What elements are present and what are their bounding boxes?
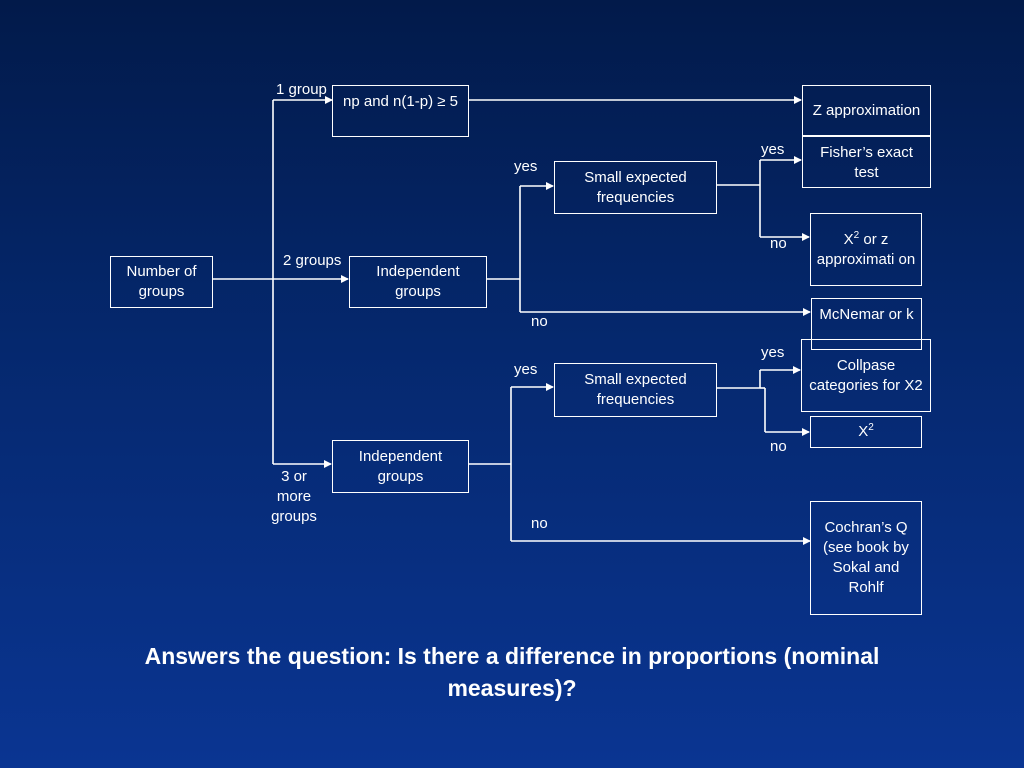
x2-prefix: X [858, 423, 869, 440]
x2-or-z-sup: 2 [853, 229, 860, 241]
label-yes-upper: yes [514, 158, 538, 175]
independent-groups-3-box: Independent groups [332, 440, 469, 493]
x2-text: X2 [858, 422, 874, 442]
label-no-lower-right: no [770, 438, 787, 455]
collapse-categories-text: Collpase categories for X2 [809, 356, 923, 394]
z-approximation-box: Z approximation [802, 85, 931, 136]
fishers-exact-box: Fisher’s exact test [802, 136, 931, 188]
number-of-groups-text: Number of groups [126, 263, 197, 300]
z-approximation-text: Z approximation [812, 101, 921, 119]
label-no-upper: no [531, 313, 548, 330]
label-yes-upper-right: yes [761, 141, 785, 158]
x2-or-z-prefix: X [843, 230, 854, 248]
independent-groups-2-text: Independent groups [376, 263, 460, 300]
label-no-upper-right: no [770, 235, 787, 252]
label-1-group: 1 group [276, 81, 327, 98]
small-expected-frequencies-2-text: Small expected frequencies [584, 371, 687, 408]
label-yes-lower-right: yes [761, 344, 785, 361]
small-expected-frequencies-2-box: Small expected frequencies [554, 363, 717, 417]
small-expected-frequencies-1-box: Small expected frequencies [554, 161, 717, 214]
label-3-or-more-groups: 3 or more groups [271, 468, 317, 525]
number-of-groups-box: Number of groups [110, 256, 213, 308]
label-yes-lower: yes [514, 361, 538, 378]
collapse-categories-box: Collpase categories for X2 [801, 339, 931, 412]
small-expected-frequencies-1-text: Small expected frequencies [584, 168, 687, 206]
np-condition-text: np and n(1-p) ≥ 5 [343, 93, 458, 110]
x2-box: X2 [810, 416, 922, 448]
x2-or-z-approximation-box: X2 or z approximati on [810, 213, 922, 286]
question-caption: Answers the question: Is there a differe… [144, 643, 880, 701]
cochrans-q-box: Cochran’s Q (see book by Sokal and Rohlf [810, 501, 922, 615]
label-2-groups: 2 groups [283, 252, 342, 269]
x2-or-z-suffix: or z approximati on [816, 230, 916, 268]
mcnemar-box: McNemar or k [811, 298, 922, 350]
x2-sup: 2 [868, 422, 874, 433]
np-condition-box: np and n(1-p) ≥ 5 [332, 85, 469, 137]
x2-or-z-approximation-text: X2 or z approximati on [815, 230, 917, 270]
independent-groups-3-text: Independent groups [358, 448, 443, 485]
fishers-exact-text: Fisher’s exact test [820, 144, 913, 181]
mcnemar-text: McNemar or k [819, 306, 914, 323]
label-no-lower: no [531, 515, 548, 532]
cochrans-q-text: Cochran’s Q (see book by Sokal and Rohlf [823, 519, 909, 596]
independent-groups-2-box: Independent groups [349, 256, 487, 308]
